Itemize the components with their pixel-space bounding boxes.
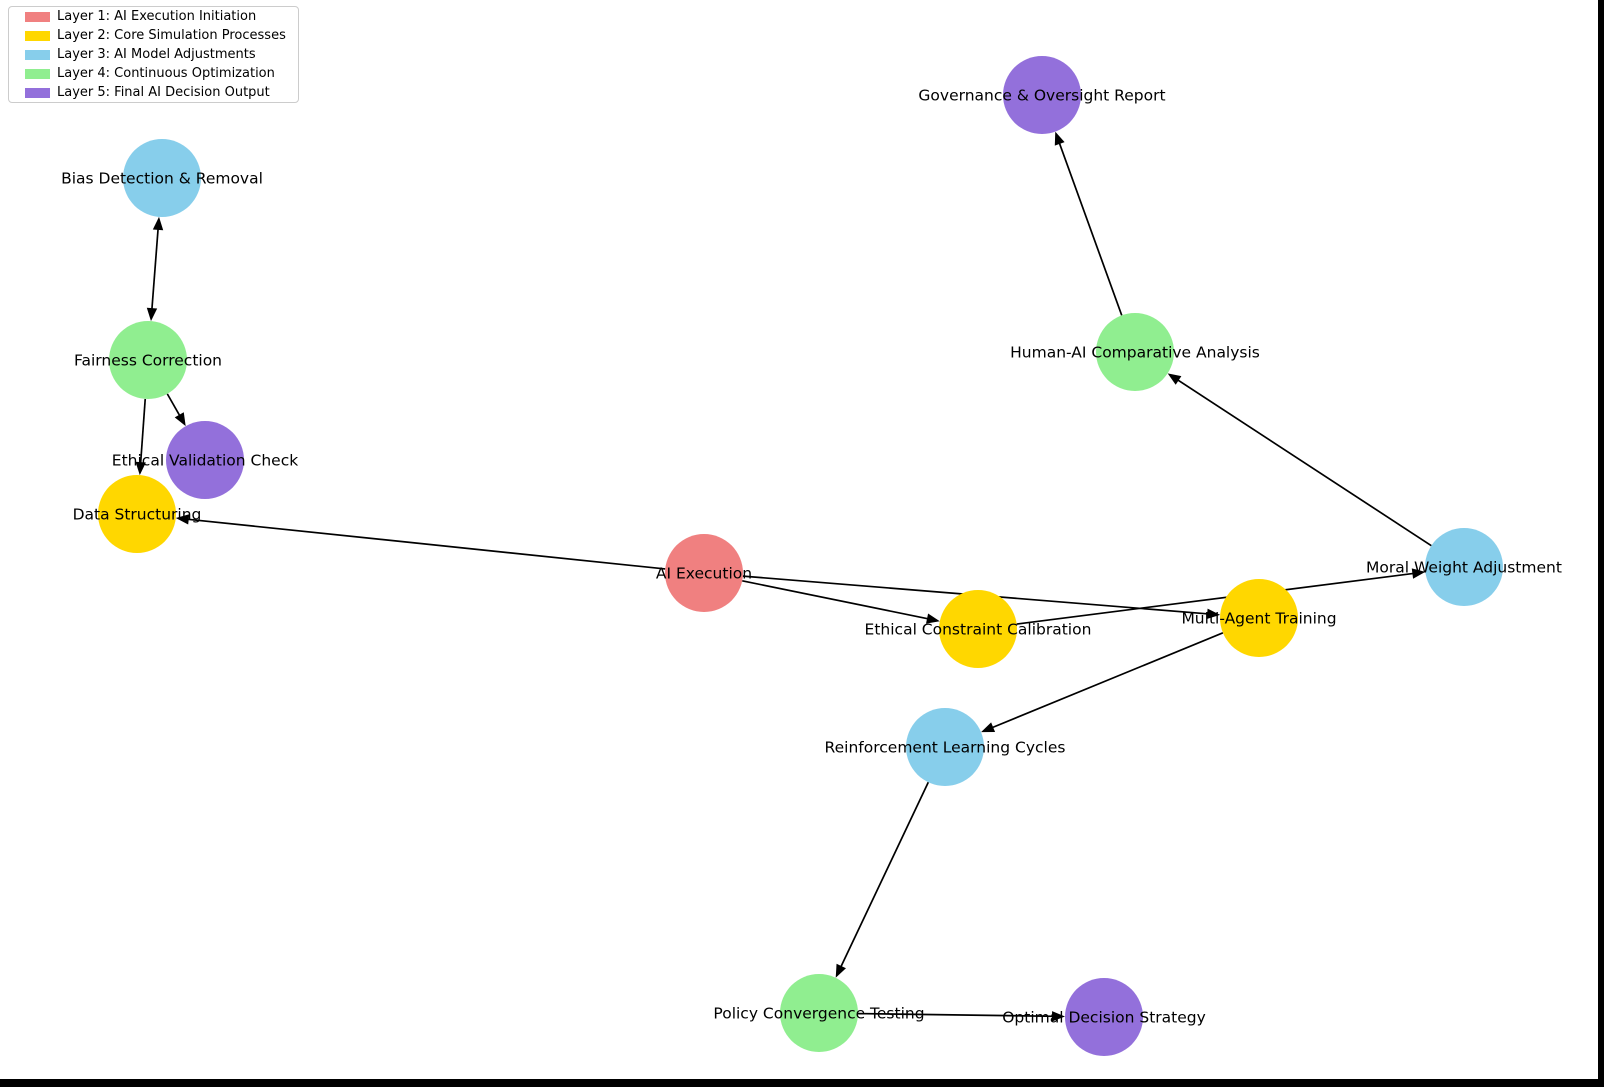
edge-multi-agent-training--reinforcement-learning-cycles [990,632,1224,730]
arrowhead-into-optimal-decision-strategy [1051,1011,1066,1022]
arrowhead-into-ethical-validation-check [174,412,186,427]
node-label-policy-convergence-testing: Policy Convergence Testing [713,1004,924,1022]
arrowhead-into-data-structuring [175,514,190,525]
edge-fairness-correction--data-structuring [139,398,147,466]
legend-color-swatch [25,49,50,60]
node-label-multi-agent-training: Multi-Agent Training [1181,609,1336,627]
legend-color-swatch [25,30,50,41]
legend-item: Layer 1: AI Execution Initiation [25,7,286,26]
edge-ethical-constraint-calibration--moral-weight-adjustment [1016,572,1416,625]
arrowhead-into-ethical-constraint-calibration [926,613,940,624]
node-label-fairness-correction: Fairness Correction [74,351,222,369]
node-reinforcement-learning-cycles [906,708,984,786]
node-label-moral-weight-adjustment: Moral Weight Adjustment [1366,558,1562,576]
legend-color-swatch [25,11,50,22]
edge-moral-weight-adjustment--human-ai-comparative-analysis [1175,378,1432,547]
node-label-bias-detection-removal: Bias Detection & Removal [61,169,263,187]
node-fairness-correction [109,321,187,399]
node-label-governance-oversight-report: Governance & Oversight Report [918,86,1165,104]
node-governance-oversight-report [1003,56,1081,134]
node-label-ai-execution: AI Execution [656,564,752,582]
legend-label: Layer 2: Core Simulation Processes [57,28,286,43]
node-data-structuring [98,475,176,553]
arrowhead-into-governance-oversight-report [1054,131,1065,146]
node-ai-execution [665,534,743,612]
edge-fairness-correction--bias-detection-removal [150,226,160,312]
node-optimal-decision-strategy [1065,978,1143,1056]
legend-color-swatch [25,68,50,79]
arrowhead-into-multi-agent-training [1206,608,1221,619]
node-label-data-structuring: Data Structuring [73,505,202,523]
node-label-ethical-validation-check: Ethical Validation Check [112,451,298,469]
edge-reinforcement-learning-cycles--policy-convergence-testing [839,781,930,970]
edge-human-ai-comparative-analysis--governance-oversight-report [1057,140,1123,316]
arrowhead-into-fairness-correction [146,307,158,322]
arrowhead-into-data-structuring [135,461,146,476]
node-label-optimal-decision-strategy: Optimal Decision Strategy [1002,1008,1206,1026]
legend-label: Layer 5: Final AI Decision Output [57,85,270,100]
legend-item: Layer 2: Core Simulation Processes [25,26,286,45]
edge-ai-execution--ethical-constraint-calibration [742,579,931,621]
legend-label: Layer 1: AI Execution Initiation [57,9,257,24]
arrowhead-into-moral-weight-adjustment [1411,568,1426,579]
node-label-ethical-constraint-calibration: Ethical Constraint Calibration [865,620,1092,638]
node-label-reinforcement-learning-cycles: Reinforcement Learning Cycles [825,738,1066,756]
node-human-ai-comparative-analysis [1096,313,1174,391]
arrowhead-into-reinforcement-learning-cycles [981,722,996,733]
legend-label: Layer 4: Continuous Optimization [57,66,275,81]
edge-policy-convergence-testing--optimal-decision-strategy [857,1012,1056,1018]
node-bias-detection-removal [123,139,201,217]
legend-item: Layer 4: Continuous Optimization [25,64,286,83]
node-ethical-constraint-calibration [939,590,1017,668]
node-policy-convergence-testing [780,974,858,1052]
legend-color-swatch [25,87,50,98]
node-multi-agent-training [1220,579,1298,657]
legend-item: Layer 5: Final AI Decision Output [25,83,286,102]
arrowhead-into-human-ai-comparative-analysis [1167,373,1182,385]
arrowhead-into-bias-detection-removal [152,216,164,231]
edge-fairness-correction--ethical-validation-check [166,393,182,418]
legend-item: Layer 3: AI Model Adjustments [25,45,286,64]
node-label-human-ai-comparative-analysis: Human-AI Comparative Analysis [1010,343,1260,361]
legend-label: Layer 3: AI Model Adjustments [57,47,256,62]
node-moral-weight-adjustment [1425,528,1503,606]
arrowhead-into-policy-convergence-testing [835,963,846,978]
node-ethical-validation-check [166,421,244,499]
edge-ai-execution--data-structuring [185,518,666,570]
